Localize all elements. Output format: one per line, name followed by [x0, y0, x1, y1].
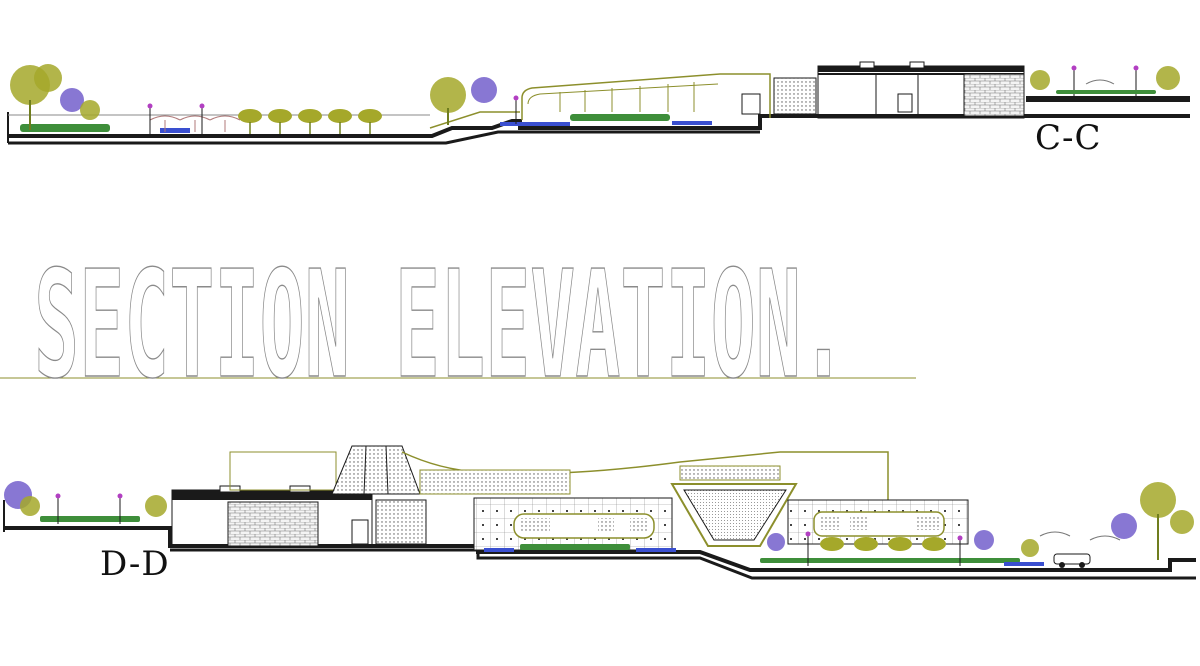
left-terrace-dd — [4, 481, 167, 524]
entrance-funnel-dd — [670, 483, 798, 547]
canopy-building-cc — [521, 73, 817, 120]
ground-base-cc — [8, 130, 760, 145]
drawing-title: SECTION ELEVATION. — [34, 239, 846, 411]
hedge-row-dd — [484, 544, 1044, 566]
pyramid-skylight-dd — [331, 445, 427, 545]
lamp-posts-cc — [147, 65, 1139, 134]
section-cc — [7, 61, 1190, 145]
hedge-row-cc-left — [20, 114, 712, 133]
tree-row-cc — [238, 109, 382, 134]
grid-facade-dd — [419, 465, 781, 551]
right-terrace-cc — [1026, 66, 1190, 102]
tree-group-cc-left — [10, 64, 497, 130]
seating-cc — [149, 115, 241, 132]
vehicle-dd — [1039, 531, 1121, 568]
right-facade-dd — [787, 499, 969, 545]
main-block-cc — [817, 61, 1025, 119]
tree-row-dd — [767, 482, 1194, 566]
section-label-cc: C-C — [1035, 118, 1102, 158]
section-dd — [3, 445, 1196, 580]
ground-slab-dd — [4, 526, 1196, 572]
section-label-dd: D-D — [100, 544, 170, 584]
left-block-dd — [171, 451, 373, 547]
